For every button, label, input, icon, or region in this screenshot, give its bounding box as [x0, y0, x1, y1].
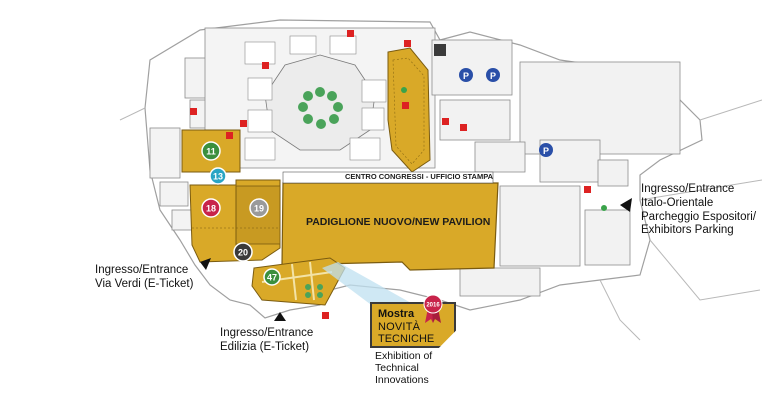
pavilion-number-11: 11 — [206, 147, 216, 157]
exhibition-line2: Technical — [375, 362, 419, 375]
mostra-line2: NOVITÀ — [378, 321, 421, 333]
award-ribbon-icon: 2016 — [423, 294, 443, 323]
pavilion-number-18: 18 — [206, 204, 216, 214]
first-aid-icon — [190, 30, 591, 319]
mostra-novita-badge: Mostra NOVITÀ TECNICHE — [370, 302, 456, 348]
parking-icon: P — [459, 68, 473, 82]
entrance-verdi-line1: Ingresso/Entrance — [95, 264, 189, 276]
entrance-arrow-icon — [274, 312, 286, 321]
central-garden — [298, 87, 343, 129]
centro-strip — [282, 171, 494, 184]
parking-icon: P — [539, 143, 553, 157]
pavilion-number-47: 47 — [267, 273, 277, 283]
entrance-edilizia-line1: Ingresso/Entrance — [220, 327, 314, 339]
pavilion-number-13: 13 — [213, 172, 223, 182]
exhibition-beam — [322, 262, 420, 310]
streets — [119, 99, 762, 341]
info-icon — [401, 87, 607, 211]
exhibition-line1: Exhibition of — [375, 350, 433, 362]
entrance-arrow-icon — [620, 198, 632, 212]
pavilion-centro-wing — [387, 47, 431, 173]
mostra-line1: Mostra — [378, 308, 415, 320]
entrance-italo-line1: Ingresso/Entrance — [641, 183, 735, 195]
mostra-line3: TECNICHE — [378, 333, 435, 345]
entrance-italo-orientale: Ingresso/Entrance Italo-Orientale Parche… — [641, 183, 756, 238]
entrance-verdi: Ingresso/Entrance Via Verdi (E-Ticket) — [95, 264, 193, 292]
svg-text:P: P — [543, 146, 549, 156]
centro-congressi-label: CENTRO CONGRESSI - UFFICIO STAMPA — [345, 172, 494, 181]
entrance-italo-line2: Italo-Orientale — [641, 196, 714, 209]
pavilion-circles: 11 13 18 19 20 47 — [201, 141, 281, 286]
exhibition-line3: Innovations — [375, 374, 429, 387]
entrance-arrow-icon — [200, 258, 211, 270]
new-pavilion-label: PADIGLIONE NUOVO/NEW PAVILION — [306, 216, 491, 228]
buildings-right — [431, 39, 681, 297]
pavilion-number-20: 20 — [238, 248, 248, 258]
entrance-verdi-line2: Via Verdi (E-Ticket) — [95, 277, 194, 290]
entrance-edilizia: Ingresso/Entrance Edilizia (E-Ticket) — [220, 327, 313, 355]
pavilion-47-trees — [305, 284, 323, 298]
entrance-italo-line3: Parcheggio Espositori/ — [641, 210, 757, 223]
svg-text:P: P — [490, 71, 496, 81]
svg-text:P: P — [463, 71, 469, 81]
award-seal-year: 2016 — [426, 303, 440, 309]
entrance-italo-line4: Exhibitors Parking — [641, 224, 734, 237]
pavilion-number-19: 19 — [254, 204, 264, 214]
entrance-edilizia-line2: Edilizia (E-Ticket) — [220, 340, 310, 353]
exhibition-caption: Exhibition of Technical Innovations — [375, 350, 432, 386]
parking-icon: P — [486, 68, 500, 82]
